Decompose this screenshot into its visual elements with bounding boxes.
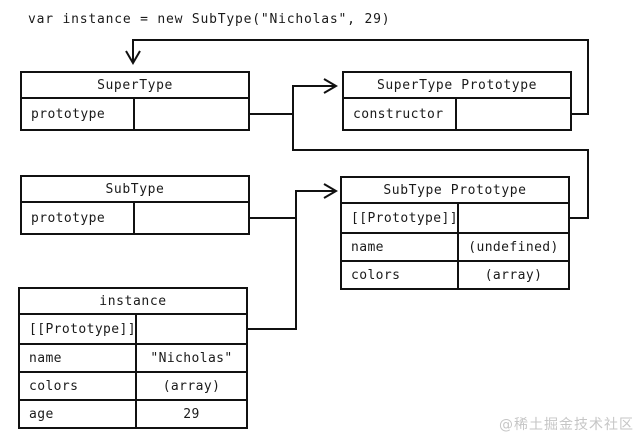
row-label: colors (342, 262, 459, 288)
table-row: name "Nicholas" (20, 343, 246, 371)
table-row: constructor (344, 99, 570, 129)
row-value (137, 315, 246, 343)
table-row: prototype (22, 99, 248, 129)
instance-box: instance [[Prototype]] name "Nicholas" c… (18, 287, 248, 429)
row-label: [[Prototype]] (20, 315, 137, 343)
row-label: prototype (22, 203, 135, 233)
row-value (457, 99, 570, 129)
table-row: colors (array) (20, 371, 246, 399)
table-row: colors (array) (342, 260, 568, 288)
arrowhead-right-to-supertype-prototype-icon (323, 78, 338, 94)
wire-subtypeproto-to-supertypeproto (292, 85, 589, 219)
code-line: var instance = new SubType("Nicholas", 2… (28, 12, 391, 27)
row-label: age (20, 401, 137, 427)
supertype-prototype-box: SuperType Prototype constructor (342, 71, 572, 131)
row-value (135, 99, 248, 129)
subtype-box: SubType prototype (20, 175, 250, 235)
row-label: prototype (22, 99, 135, 129)
row-value: (undefined) (468, 239, 559, 255)
arrowhead-right-to-subtype-prototype-icon (323, 183, 338, 199)
row-label: name (342, 234, 459, 260)
row-value: 29 (183, 406, 200, 422)
arrowhead-down-to-supertype-icon (125, 50, 141, 65)
subtype-prototype-box: SubType Prototype [[Prototype]] name (un… (340, 176, 570, 290)
row-value: (array) (162, 378, 221, 394)
supertype-box: SuperType prototype (20, 71, 250, 131)
row-value: "Nicholas" (150, 350, 233, 366)
subtype-prototype-title: SubType Prototype (342, 178, 568, 204)
subtype-title: SubType (22, 177, 248, 203)
row-label: name (20, 345, 137, 371)
row-value: (array) (484, 267, 543, 283)
instance-title: instance (20, 289, 246, 315)
table-row: age 29 (20, 399, 246, 427)
table-row: name (undefined) (342, 232, 568, 260)
supertype-title: SuperType (22, 73, 248, 99)
row-value (135, 203, 248, 233)
table-row: [[Prototype]] (20, 315, 246, 343)
watermark: @稀土掘金技术社区 (499, 417, 634, 433)
row-label: [[Prototype]] (342, 204, 459, 232)
row-value (459, 204, 568, 232)
row-label: constructor (344, 99, 457, 129)
supertype-prototype-title: SuperType Prototype (344, 73, 570, 99)
table-row: prototype (22, 203, 248, 233)
table-row: [[Prototype]] (342, 204, 568, 232)
row-label: colors (20, 373, 137, 399)
